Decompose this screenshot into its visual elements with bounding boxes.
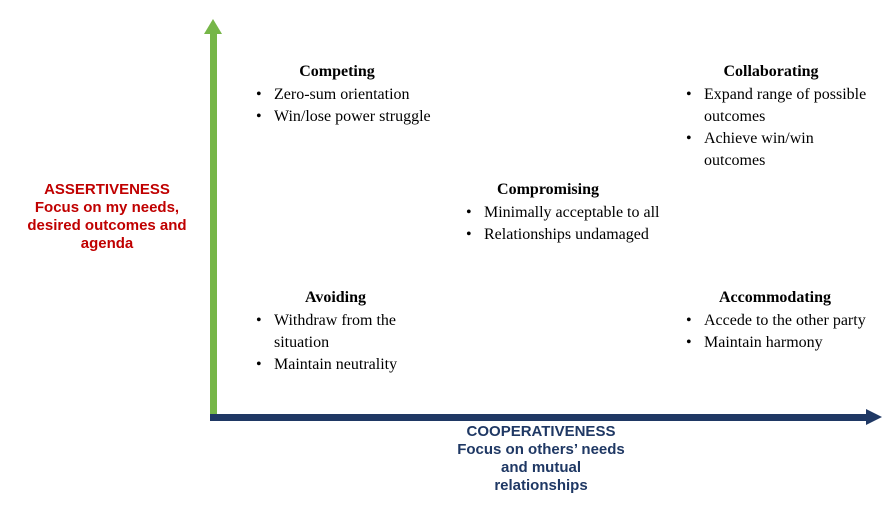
bullet-icon: •	[256, 356, 262, 373]
cooperativeness-axis-line	[210, 414, 870, 421]
list-item: • Maintain harmony	[682, 332, 872, 354]
list-item-text: Maintain harmony	[704, 334, 823, 351]
list-item: • Accede to the other party	[682, 310, 872, 332]
cooperativeness-axis-arrowhead-icon	[866, 409, 882, 425]
cooperativeness-title: COOPERATIVENESS	[466, 423, 616, 440]
list-item-text: Win/lose power struggle	[274, 108, 431, 125]
list-item: • Withdraw from the situation	[252, 310, 437, 354]
list-item: • Win/lose power struggle	[252, 106, 432, 128]
quadrant-avoiding-list: • Withdraw from the situation • Maintain n…	[252, 310, 437, 376]
bullet-icon: •	[686, 334, 692, 351]
cooperativeness-desc-line-3: relationships	[494, 477, 588, 494]
assertiveness-title: ASSERTIVENESS	[44, 181, 170, 198]
bullet-icon: •	[256, 108, 262, 125]
quadrant-collaborating: Collaborating • Expand range of possible …	[682, 62, 872, 172]
list-item: • Maintain neutrality	[252, 354, 437, 376]
bullet-icon: •	[256, 86, 262, 103]
assertiveness-desc-line-2: desired outcomes and	[27, 217, 187, 234]
list-item-text: Relationships undamaged	[484, 226, 649, 243]
quadrant-compromising: Compromising • Minimally acceptable to al…	[462, 180, 662, 246]
list-item-text: Zero-sum orientation	[274, 86, 410, 103]
quadrant-collaborating-list: • Expand range of possible outcomes • Achi…	[682, 84, 872, 172]
cooperativeness-desc-line-1: Focus on others’ needs	[457, 441, 625, 458]
list-item-text: Accede to the other party	[704, 312, 866, 329]
quadrant-accommodating-list: • Accede to the other party • Maintain har…	[682, 310, 872, 354]
quadrant-competing-list: • Zero-sum orientation • Win/lose power st…	[252, 84, 432, 128]
bullet-icon: •	[686, 86, 692, 103]
bullet-icon: •	[466, 226, 472, 243]
quadrant-compromising-title: Compromising	[497, 181, 599, 198]
assertiveness-desc-line-1: Focus on my needs,	[34, 199, 180, 216]
quadrant-competing: Competing • Zero-sum orientation • Win/los…	[252, 62, 432, 128]
list-item-text: Minimally acceptable to all	[484, 204, 660, 221]
cooperativeness-desc-line-2: and mutual	[500, 459, 581, 476]
list-item-text: Expand range of possible outcomes	[704, 86, 867, 125]
assertiveness-axis-arrowhead-icon	[204, 19, 222, 34]
assertiveness-axis-label: ASSERTIVENESS Focus on my needs, desired…	[4, 181, 210, 253]
quadrant-accommodating-title: Accommodating	[719, 289, 831, 306]
assertiveness-axis-line	[210, 30, 217, 418]
bullet-icon: •	[686, 312, 692, 329]
list-item: • Zero-sum orientation	[252, 84, 432, 106]
list-item: • Minimally acceptable to all	[462, 202, 662, 224]
bullet-icon: •	[686, 130, 692, 147]
list-item-text: Maintain neutrality	[274, 356, 398, 373]
quadrant-collaborating-title: Collaborating	[723, 63, 819, 80]
list-item-text: Withdraw from the situation	[274, 312, 396, 351]
quadrant-accommodating: Accommodating • Accede to the other party…	[682, 288, 872, 354]
list-item-text: Achieve win/win outcomes	[704, 130, 814, 169]
bullet-icon: •	[256, 312, 262, 329]
list-item: • Relationships undamaged	[462, 224, 662, 246]
bullet-icon: •	[466, 204, 472, 221]
cooperativeness-axis-label: COOPERATIVENESS Focus on others’ needs a…	[400, 423, 682, 495]
quadrant-compromising-list: • Minimally acceptable to all • Relationsh…	[462, 202, 662, 246]
quadrant-avoiding-title: Avoiding	[304, 289, 367, 306]
quadrant-competing-title: Competing	[299, 63, 375, 80]
list-item: • Achieve win/win outcomes	[682, 128, 872, 172]
list-item: • Expand range of possible outcomes	[682, 84, 872, 128]
assertiveness-desc-line-3: agenda	[80, 235, 134, 252]
quadrant-avoiding: Avoiding • Withdraw from the situation • M…	[252, 288, 437, 376]
